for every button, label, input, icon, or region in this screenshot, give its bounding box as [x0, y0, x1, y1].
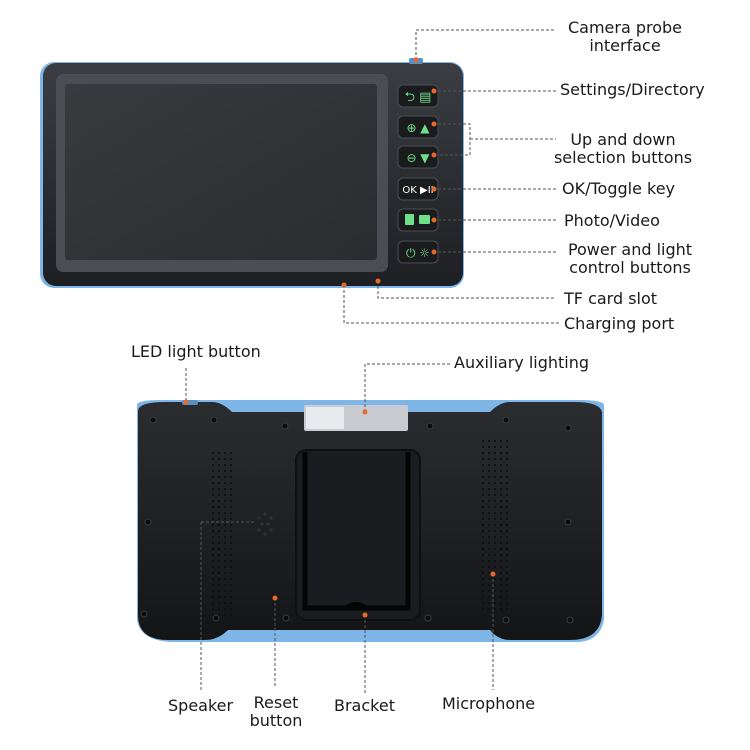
front-device: ⮌ ▤ ⊕ ▲ ⊖ ▼ OK ▶II ⏻ ☼	[40, 58, 464, 288]
callout-dot	[413, 57, 419, 63]
speaker-holes	[257, 512, 273, 536]
callout-dot	[431, 186, 437, 192]
screen	[65, 84, 377, 260]
screws	[140, 416, 574, 624]
label-power-light-2: control buttons	[569, 258, 691, 277]
label-camera-probe-interface-2: interface	[589, 36, 661, 55]
label-up-down-1: Up and down	[570, 130, 676, 149]
callout-dot	[183, 399, 189, 405]
back-callout-lines	[185, 363, 494, 693]
label-settings-directory: Settings/Directory	[560, 80, 705, 99]
label-reset-2: button	[249, 711, 303, 730]
front-callout-lines	[343, 29, 560, 324]
label-up-down-2: selection buttons	[553, 148, 693, 167]
label-power-light-1: Power and light	[567, 240, 693, 259]
callout-dot	[272, 595, 278, 601]
photo-icon	[405, 214, 414, 225]
callout-dot	[431, 152, 437, 158]
power-light-button[interactable]: ⏻ ☼	[397, 240, 439, 264]
label-charging-port: Charging port	[564, 314, 675, 333]
label-reset-1: Reset	[253, 693, 299, 712]
label-ok-toggle: OK/Toggle key	[562, 179, 676, 198]
label-photo-video: Photo/Video	[564, 211, 660, 230]
up-button[interactable]: ⊕ ▲	[397, 115, 439, 139]
callout-dot	[431, 88, 437, 94]
callout-dot	[431, 249, 437, 255]
label-led-light-button: LED light button	[131, 342, 261, 361]
speaker-grille-right	[480, 440, 508, 610]
down-button[interactable]: ⊖ ▼	[397, 145, 439, 169]
bracket-notch	[342, 602, 370, 608]
label-speaker: Speaker	[168, 696, 234, 715]
back-callout-dots	[183, 399, 496, 618]
callout-dot	[341, 282, 347, 288]
bracket-recess	[295, 449, 421, 621]
back-device	[137, 400, 604, 642]
settings-icon: ⮌ ▤	[405, 90, 432, 105]
callout-dot	[431, 217, 437, 223]
callout-dot	[362, 612, 368, 618]
video-icon	[419, 215, 430, 224]
photo-video-button[interactable]	[397, 208, 439, 232]
label-tf-card-slot: TF card slot	[564, 289, 658, 308]
auxiliary-light-lens	[306, 407, 344, 429]
label-camera-probe-interface-1: Camera probe	[567, 18, 683, 37]
settings-button[interactable]: ⮌ ▤	[397, 84, 439, 108]
label-bracket: Bracket	[334, 696, 395, 715]
speaker-grille-left	[208, 450, 236, 620]
callout-dot	[490, 571, 496, 577]
callout-dot	[431, 121, 437, 127]
front-callout-dots	[341, 57, 437, 288]
label-auxiliary-lighting: Auxiliary lighting	[454, 353, 590, 372]
callout-dot	[362, 409, 368, 415]
zoom-out-down-icon: ⊖ ▼	[406, 151, 430, 165]
ok-play-pause-icon: OK ▶II	[402, 185, 433, 196]
power-light-icon: ⏻ ☼	[406, 246, 430, 260]
label-microphone: Microphone	[442, 694, 536, 713]
zoom-in-up-icon: ⊕ ▲	[406, 121, 430, 135]
callout-dot	[375, 278, 381, 284]
